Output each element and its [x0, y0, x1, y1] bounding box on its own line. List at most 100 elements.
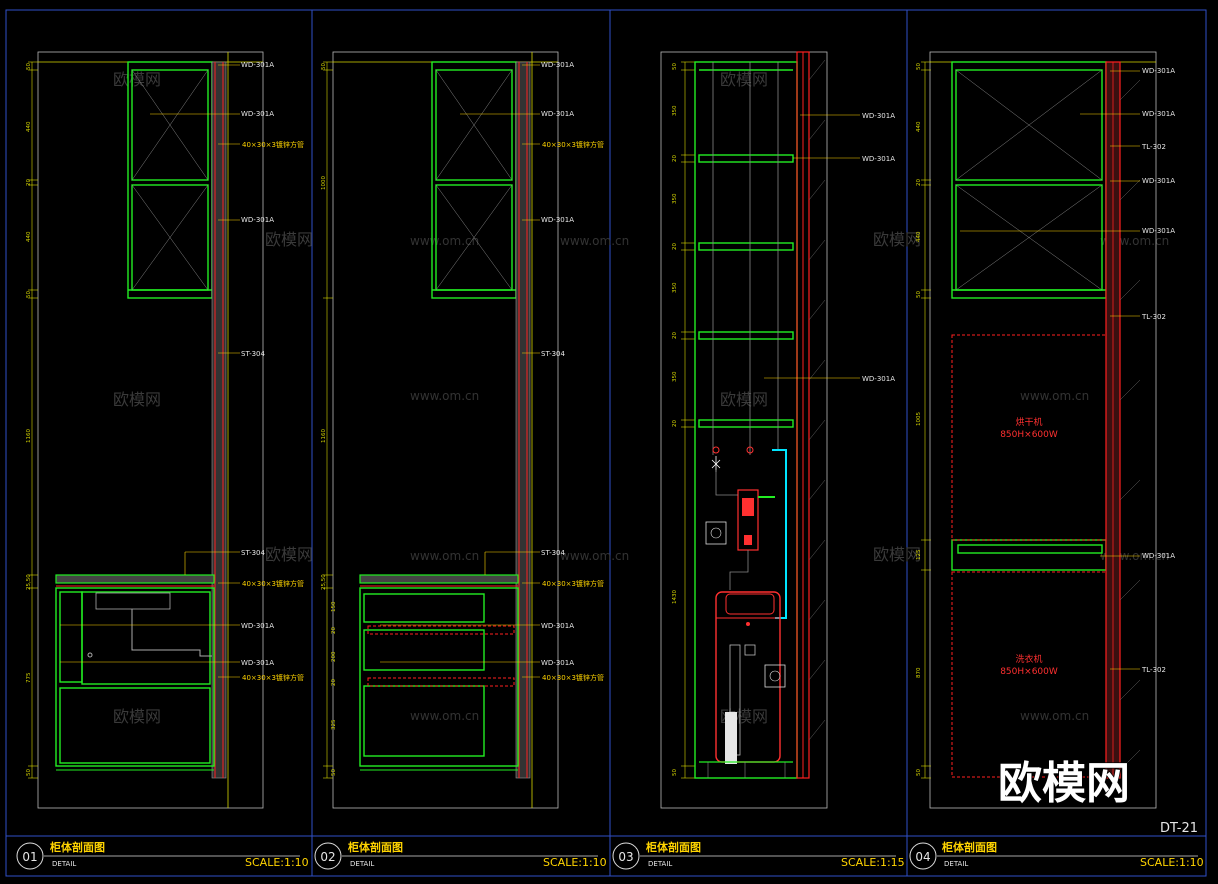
material-tag: ST-304	[241, 549, 266, 557]
panel-subtitle: DETAIL	[648, 860, 672, 868]
panel-title: 柜体剖面图	[347, 840, 403, 854]
material-tag: TL-302	[1141, 143, 1166, 151]
dimension-label: 50	[26, 769, 32, 776]
panel-number: 01	[22, 850, 37, 864]
material-tag: WD-301A	[241, 659, 274, 667]
watermark-text: www.om.cn	[410, 709, 479, 723]
dimension-label: 350	[672, 282, 678, 293]
material-tag: WD-301A	[862, 112, 895, 120]
material-tag: WD-301A	[241, 622, 274, 630]
dimension-label: 1430	[672, 590, 678, 604]
dimension-label: 350	[672, 105, 678, 116]
material-tag: WD-301A	[1142, 227, 1175, 235]
dimension-label: 50	[26, 291, 32, 298]
watermark-text: www.om.cn	[410, 389, 479, 403]
watermark-text: 欧模网	[265, 545, 313, 564]
dimension-label: 775	[26, 672, 32, 683]
dimension-label: 50	[916, 291, 922, 298]
watermark-text: www.om.cn	[560, 549, 629, 563]
material-tag: ST-304	[241, 350, 266, 358]
material-tag: ST-304	[541, 549, 566, 557]
watermark-text: 欧模网	[720, 390, 768, 409]
dimension-label: 20	[672, 155, 678, 162]
dimension-label: 50	[331, 769, 337, 776]
watermark-text: 欧模网	[113, 390, 161, 409]
dimension-label: 50	[672, 769, 678, 776]
watermark-text: www.om.cn	[560, 234, 629, 248]
panel-title: 柜体剖面图	[645, 840, 701, 854]
panel-scale: SCALE:1:10	[1140, 856, 1204, 869]
panel-title: 柜体剖面图	[941, 840, 997, 854]
dimension-label: 350	[672, 193, 678, 204]
panel-number: 02	[320, 850, 335, 864]
material-tag: WD-301A	[1142, 552, 1175, 560]
drawing-code: DT-21	[1160, 821, 1198, 836]
dimension-label: 20	[916, 179, 922, 186]
dimension-label: 1000	[321, 176, 327, 190]
panel-scale: SCALE:1:15	[841, 856, 905, 869]
watermark-text: www.om.cn	[410, 234, 479, 248]
dimension-label: 440	[26, 231, 32, 242]
material-tag: ST-304	[541, 350, 566, 358]
dryer-label: 烘干机	[1015, 416, 1042, 428]
panel-number: 03	[618, 850, 633, 864]
material-tag: WD-301A	[1142, 110, 1175, 118]
dimension-label: 50	[26, 63, 32, 70]
material-note: 40×30×3镀锌方管	[542, 140, 604, 149]
washer-size: 850H×600W	[1000, 667, 1058, 677]
material-tag: WD-301A	[862, 155, 895, 163]
dimension-label: 1005	[916, 412, 922, 426]
watermark-text: 欧模网	[113, 70, 161, 89]
title-block-03: 03 柜体剖面图 DETAIL SCALE:1:15	[612, 840, 905, 870]
dimension-label: 20	[672, 332, 678, 339]
panel-title: 柜体剖面图	[49, 840, 105, 854]
material-note: 40×30×3镀锌方管	[242, 673, 304, 682]
dimension-label: 50	[916, 63, 922, 70]
material-tag: WD-301A	[241, 216, 274, 224]
material-note: 40×30×3镀锌方管	[242, 140, 304, 149]
panel-03-annotations: 50 350 20 350 20 350 20 350 20 1430 50 W…	[672, 63, 895, 776]
material-tag: WD-301A	[541, 61, 574, 69]
dimension-label: 1160	[26, 429, 32, 443]
dimension-label: 20	[331, 679, 337, 686]
dimension-label: 50	[321, 63, 327, 70]
panel-03-section	[660, 51, 860, 809]
sheet-frame	[5, 9, 1207, 877]
material-tag: WD-301A	[541, 110, 574, 118]
material-tag: WD-301A	[541, 216, 574, 224]
panel-02-section	[323, 51, 559, 809]
panel-02-annotations: 50 1000 1160 25,50 150 20 200 20 325 50 …	[321, 61, 604, 776]
dimension-label: 440	[26, 121, 32, 132]
panel-subtitle: DETAIL	[350, 860, 374, 868]
material-tag: WD-301A	[1142, 67, 1175, 75]
watermark-text: 欧模网	[873, 545, 921, 564]
dimension-label: 200	[331, 651, 337, 662]
dimension-label: 1160	[321, 429, 327, 443]
dimension-label: 870	[916, 667, 922, 678]
dimension-label: 25,50	[26, 574, 32, 590]
title-block-04: 04 柜体剖面图 DETAIL SCALE:1:10	[909, 840, 1204, 870]
material-tag: WD-301A	[241, 61, 274, 69]
watermark-text: www.om.cn	[410, 549, 479, 563]
watermark-layer: 欧模网 欧模网 www.om.cn 欧模网 www.om.cn 欧模网 www.…	[113, 70, 1169, 726]
material-tag: WD-301A	[862, 375, 895, 383]
panel-subtitle: DETAIL	[944, 860, 968, 868]
material-note: 40×30×3镀锌方管	[542, 673, 604, 682]
watermark-text: 欧模网	[113, 707, 161, 726]
watermark-text: www.om.cn	[1020, 389, 1089, 403]
material-tag: WD-301A	[241, 110, 274, 118]
material-note: 40×30×3镀锌方管	[242, 579, 304, 588]
watermark-text: www.om.cn	[1020, 709, 1089, 723]
dimension-label: 150	[331, 601, 337, 612]
dimension-label: 125	[916, 549, 922, 560]
panel-scale: SCALE:1:10	[543, 856, 607, 869]
dimension-label: 20	[331, 627, 337, 634]
dimension-label: 25,50	[321, 574, 327, 590]
dimension-label: 325	[331, 719, 337, 730]
panel-04-annotations: 50 440 20 440 50 1005 125 870 50 WD-301A…	[916, 63, 1175, 776]
panel-01-section	[28, 51, 264, 809]
material-tag: WD-301A	[541, 659, 574, 667]
dimension-label: 20	[672, 420, 678, 427]
dimension-label: 20	[26, 179, 32, 186]
